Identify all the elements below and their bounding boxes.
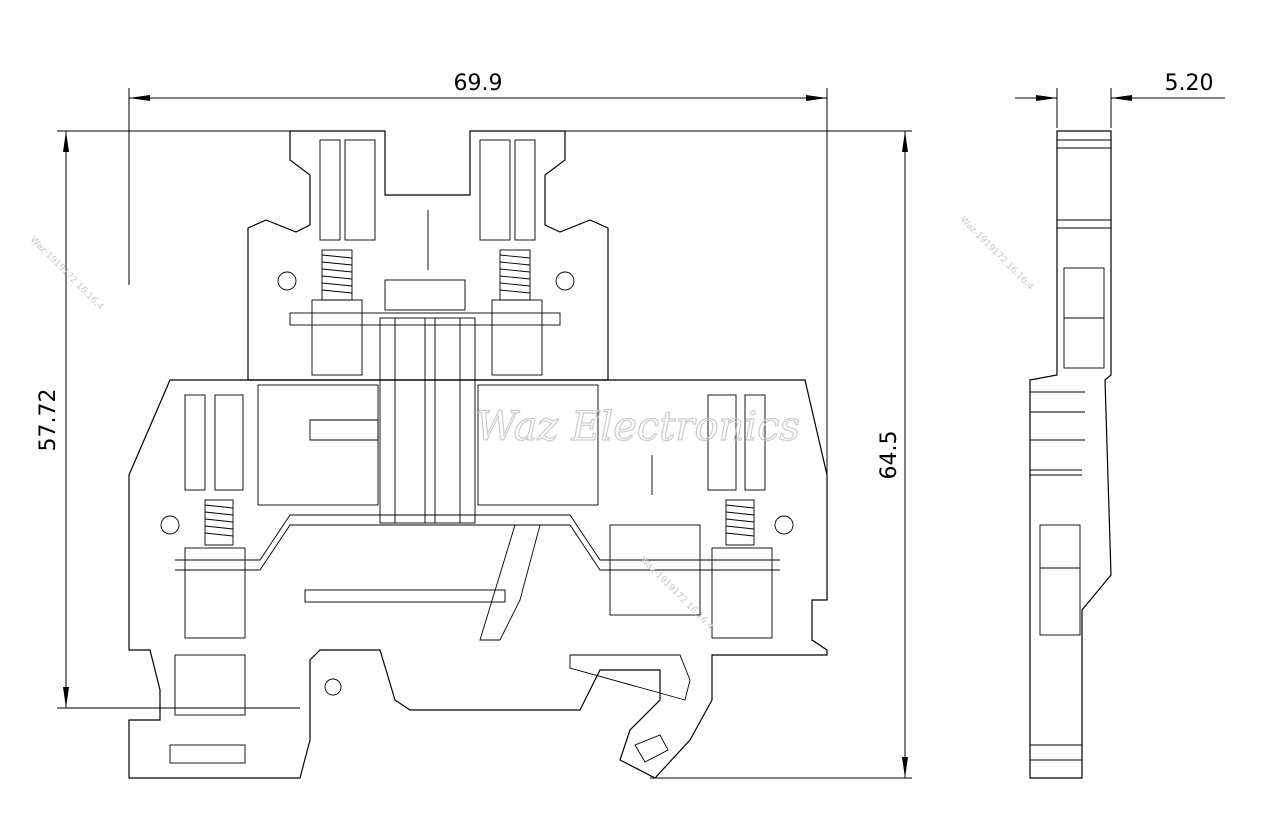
upper-right-spring <box>499 249 531 301</box>
dimension-overall-height: 64.5 <box>560 130 912 779</box>
upper-left-hole <box>277 271 297 291</box>
dimension-label-side: 5.20 <box>1165 71 1214 96</box>
lower-left-spring <box>204 499 234 546</box>
front-view <box>128 130 828 779</box>
side-view <box>1029 130 1112 779</box>
watermark-brand: Waz Electronics <box>476 404 800 450</box>
dimension-overall-width: 69.9 <box>128 71 828 475</box>
watermark-stamp-left: Waz-1919172 16.16.4 <box>28 235 105 312</box>
watermark-stamp-center: Waz-1919172 16.16.4 <box>638 555 715 632</box>
dimension-label-left-height: 57.72 <box>36 389 61 452</box>
upper-right-hole <box>555 271 575 291</box>
lower-right-spring <box>725 499 755 546</box>
dimension-lower-height: 57.72 <box>36 130 300 709</box>
lower-left-hole <box>160 515 180 535</box>
watermark-stamp-right: Waz-1919172 16.16.4 <box>958 215 1035 292</box>
dimension-label-width: 69.9 <box>454 71 503 96</box>
lower-right-hole <box>774 515 794 535</box>
screw-hole <box>324 678 342 696</box>
dimension-side-thickness: 5.20 <box>1015 71 1225 128</box>
upper-left-spring <box>321 249 353 301</box>
dimension-label-right-height: 64.5 <box>877 431 902 480</box>
